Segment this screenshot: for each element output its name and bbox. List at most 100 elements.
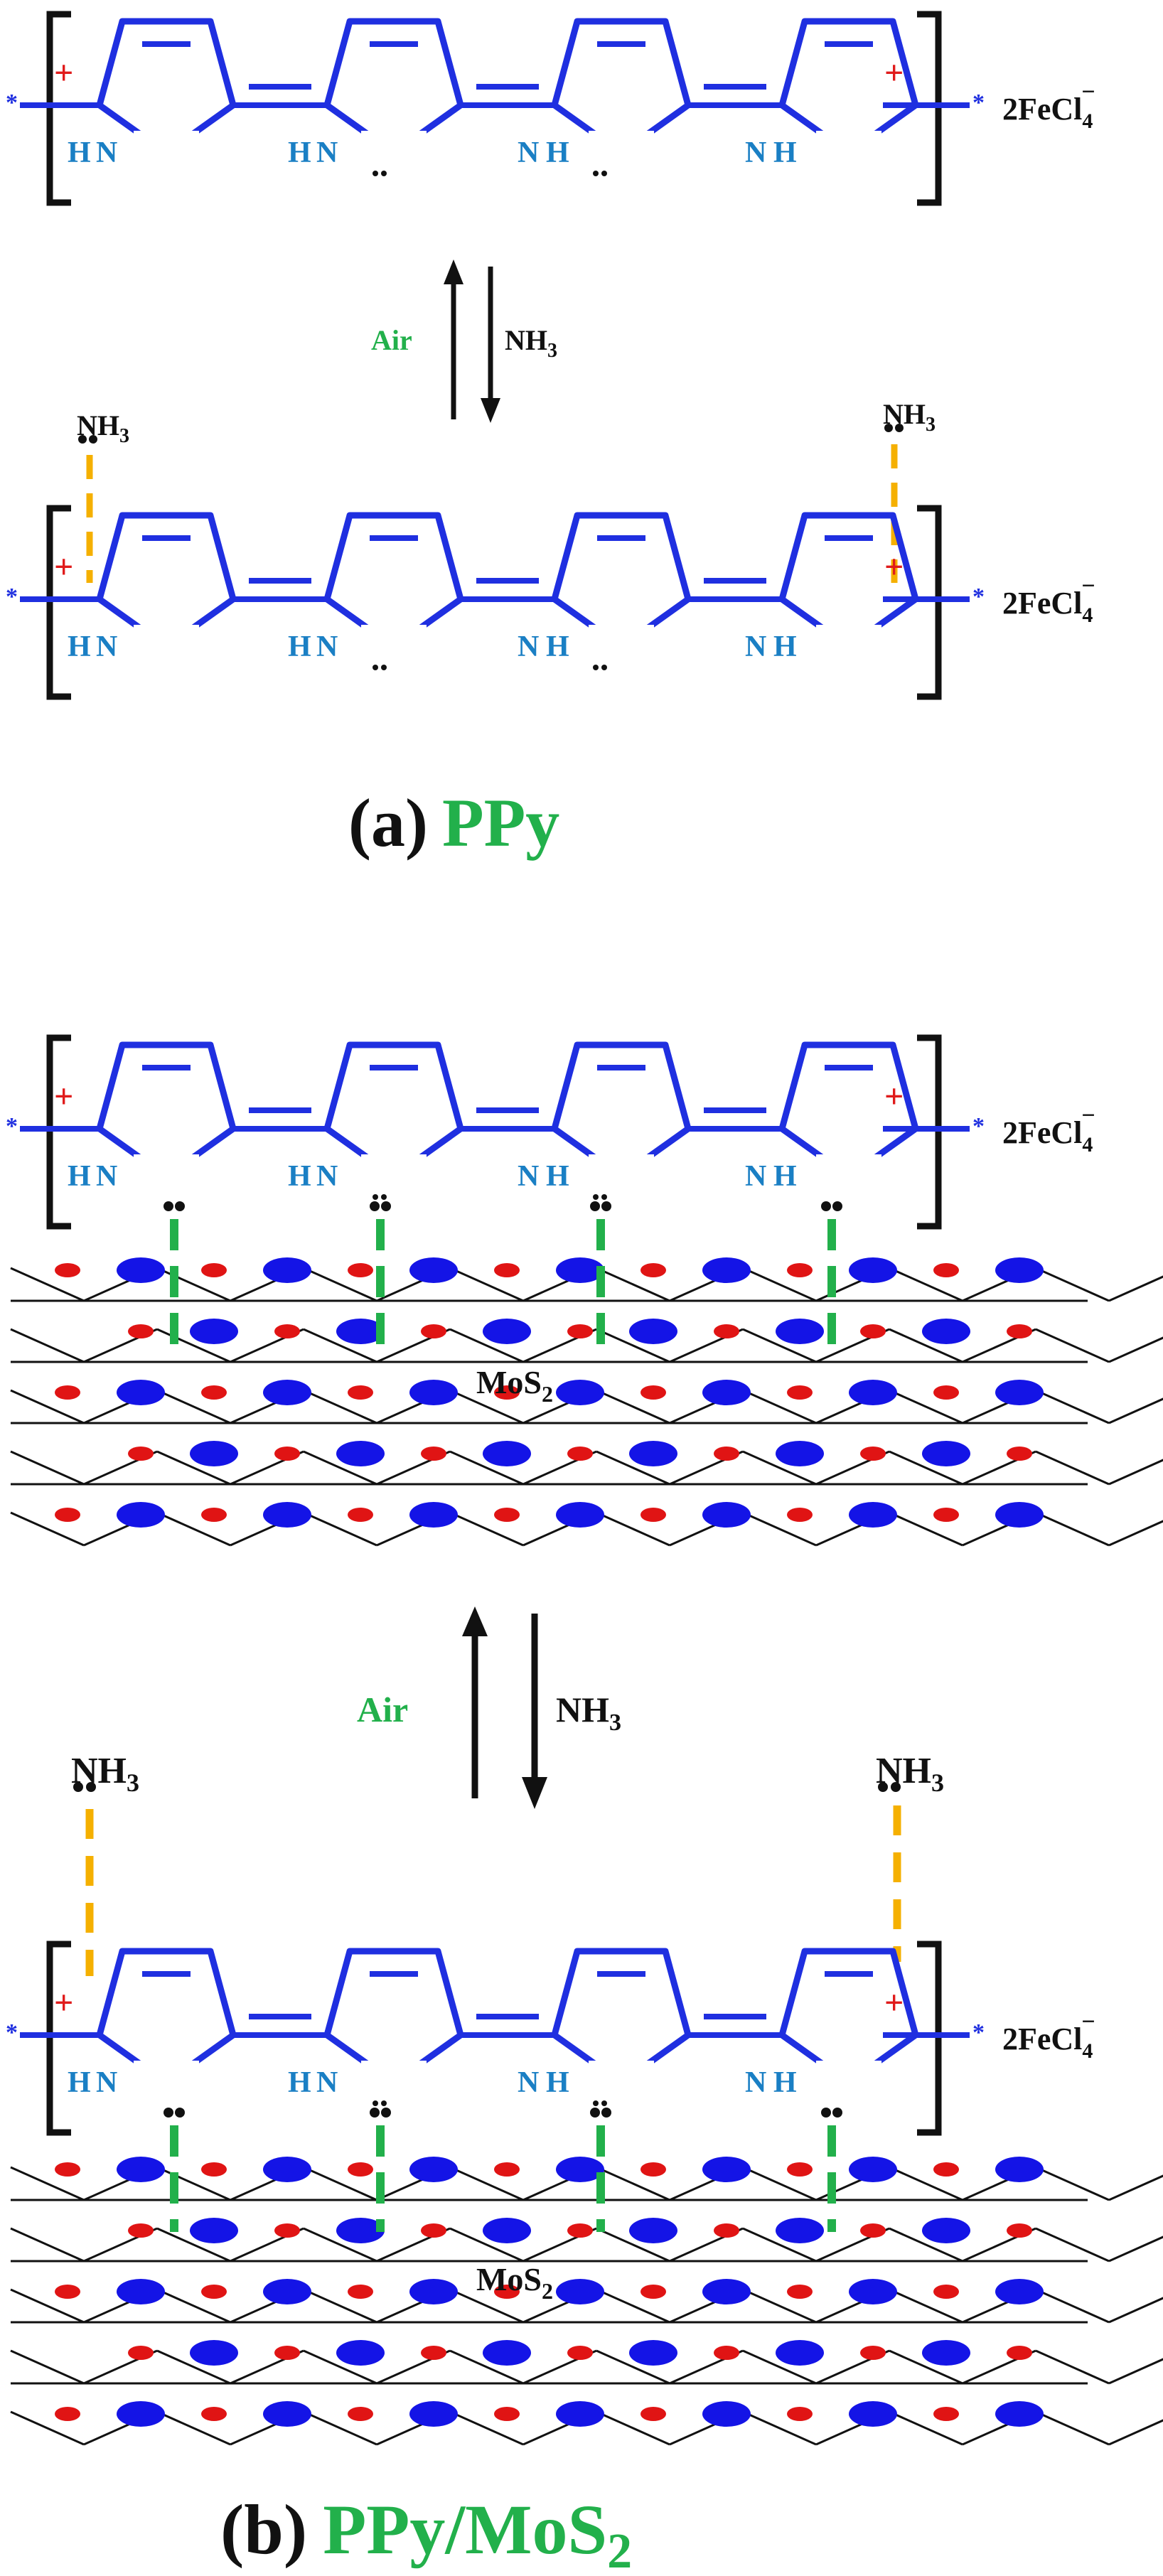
lone-pair-dot xyxy=(821,1201,831,1211)
mo-atom xyxy=(922,1441,970,1466)
s-atom xyxy=(55,1263,80,1277)
s-atom xyxy=(641,2285,666,2299)
nh-label-n: N xyxy=(518,136,539,169)
right-bracket xyxy=(917,11,942,206)
lone-pair-dot xyxy=(601,2108,611,2118)
arrow-down-head xyxy=(522,1777,547,1809)
nh-label-n: N xyxy=(745,2066,766,2099)
lattice-bond xyxy=(596,2349,670,2385)
s-atom xyxy=(421,2346,446,2360)
mo-atom xyxy=(263,1257,311,1283)
lattice-bond xyxy=(10,1389,85,1424)
lone-pair-dot xyxy=(601,1194,607,1200)
lattice-bond xyxy=(449,2166,524,2201)
mo-atom xyxy=(849,2157,897,2182)
ppy-mos2-interactions-bottom xyxy=(164,2108,842,2232)
positive-charge-right: + xyxy=(884,1984,904,2022)
mo-atom xyxy=(556,2279,604,2304)
s-atom xyxy=(494,2407,520,2421)
mo-atom xyxy=(483,1319,531,1344)
lattice-bond xyxy=(10,1511,85,1547)
mo-atom xyxy=(263,2401,311,2427)
nh-label-h: H xyxy=(546,2066,569,2099)
lattice-bond xyxy=(1108,2236,1163,2263)
dopant-sup: − xyxy=(1081,573,1095,599)
s-atom xyxy=(201,1508,227,1522)
dopant-main: 2FeCl xyxy=(1002,586,1082,621)
lone-pair-dot xyxy=(381,1194,387,1200)
s-atom xyxy=(55,2285,80,2299)
nh-label-h: H xyxy=(68,630,91,663)
svg-text:NH3: NH3 xyxy=(77,409,129,447)
lattice-bond xyxy=(889,1511,963,1547)
s-atom xyxy=(714,2223,739,2238)
mo-atom xyxy=(556,2157,604,2182)
mo-atom xyxy=(702,1380,751,1405)
left-bracket xyxy=(46,11,71,206)
s-atom xyxy=(933,2407,959,2421)
arrow-up-head xyxy=(462,1606,488,1636)
s-atom xyxy=(860,1324,886,1338)
mo-atom xyxy=(849,1380,897,1405)
lattice-bond xyxy=(742,2166,817,2201)
mo-atom xyxy=(409,1380,458,1405)
lattice-bond xyxy=(742,1267,817,1302)
lattice-bond xyxy=(1108,2419,1163,2446)
lattice-bond xyxy=(156,2410,231,2446)
dopant-sup: − xyxy=(1081,2009,1095,2035)
nh-mask xyxy=(589,2061,654,2095)
lattice-bond xyxy=(742,1328,817,1363)
s-atom xyxy=(494,1385,520,1400)
mo-atom xyxy=(702,1502,751,1528)
positive-charge-right: + xyxy=(884,54,904,92)
lattice-bond xyxy=(1035,1511,1110,1547)
mo-atom xyxy=(922,2340,970,2366)
mo-atom xyxy=(336,1319,385,1344)
end-star-right: * xyxy=(972,90,985,116)
positive-charge-left: + xyxy=(54,1984,73,2022)
lone-pair-dot xyxy=(370,2108,380,2118)
lone-pair-dot xyxy=(373,2100,378,2106)
nh-mask xyxy=(589,1154,654,1188)
nh-mask xyxy=(134,131,199,165)
lattice-bond xyxy=(303,1328,377,1363)
lattice-bond xyxy=(449,1511,524,1547)
lattice-bond xyxy=(742,2227,817,2263)
dopant-sup: − xyxy=(1081,79,1095,105)
lone-pair-dot xyxy=(373,1194,378,1200)
positive-charge-right: + xyxy=(884,548,904,586)
lattice-bond xyxy=(449,1389,524,1424)
end-star-left: * xyxy=(6,90,18,116)
s-atom xyxy=(348,1385,373,1400)
nh-label-n: N xyxy=(316,630,338,663)
lattice-bond xyxy=(1108,2358,1163,2385)
mo-atom xyxy=(263,1380,311,1405)
ppy-mos2-interactions-top xyxy=(164,1201,842,1347)
mo-atom xyxy=(117,2279,165,2304)
lattice-bond xyxy=(596,1511,670,1547)
lattice-bond xyxy=(303,2166,377,2201)
s-atom xyxy=(787,1385,813,1400)
nh3-adsorbate-b-left: NH3 xyxy=(71,1751,139,1976)
s-atom xyxy=(860,1447,886,1461)
mo-atom xyxy=(849,1502,897,1528)
lattice-bond xyxy=(596,2166,670,2201)
mo-atom xyxy=(263,2279,311,2304)
lattice-bond xyxy=(1035,2227,1110,2263)
s-atom xyxy=(567,1447,593,1461)
lone-pair-dot xyxy=(832,2108,842,2118)
nh-mask xyxy=(134,625,199,659)
mo-atom xyxy=(702,1257,751,1283)
nh-label-h: H xyxy=(288,136,311,169)
lattice-bond xyxy=(1108,2174,1163,2201)
lattice-bond xyxy=(10,2288,85,2324)
nh-mask xyxy=(816,1154,881,1188)
mo-atom xyxy=(995,1257,1044,1283)
nh-label-h: H xyxy=(288,1160,311,1193)
mo-atom xyxy=(263,1502,311,1528)
lattice-bond xyxy=(1035,1389,1110,1424)
nh-label-n: N xyxy=(316,136,338,169)
